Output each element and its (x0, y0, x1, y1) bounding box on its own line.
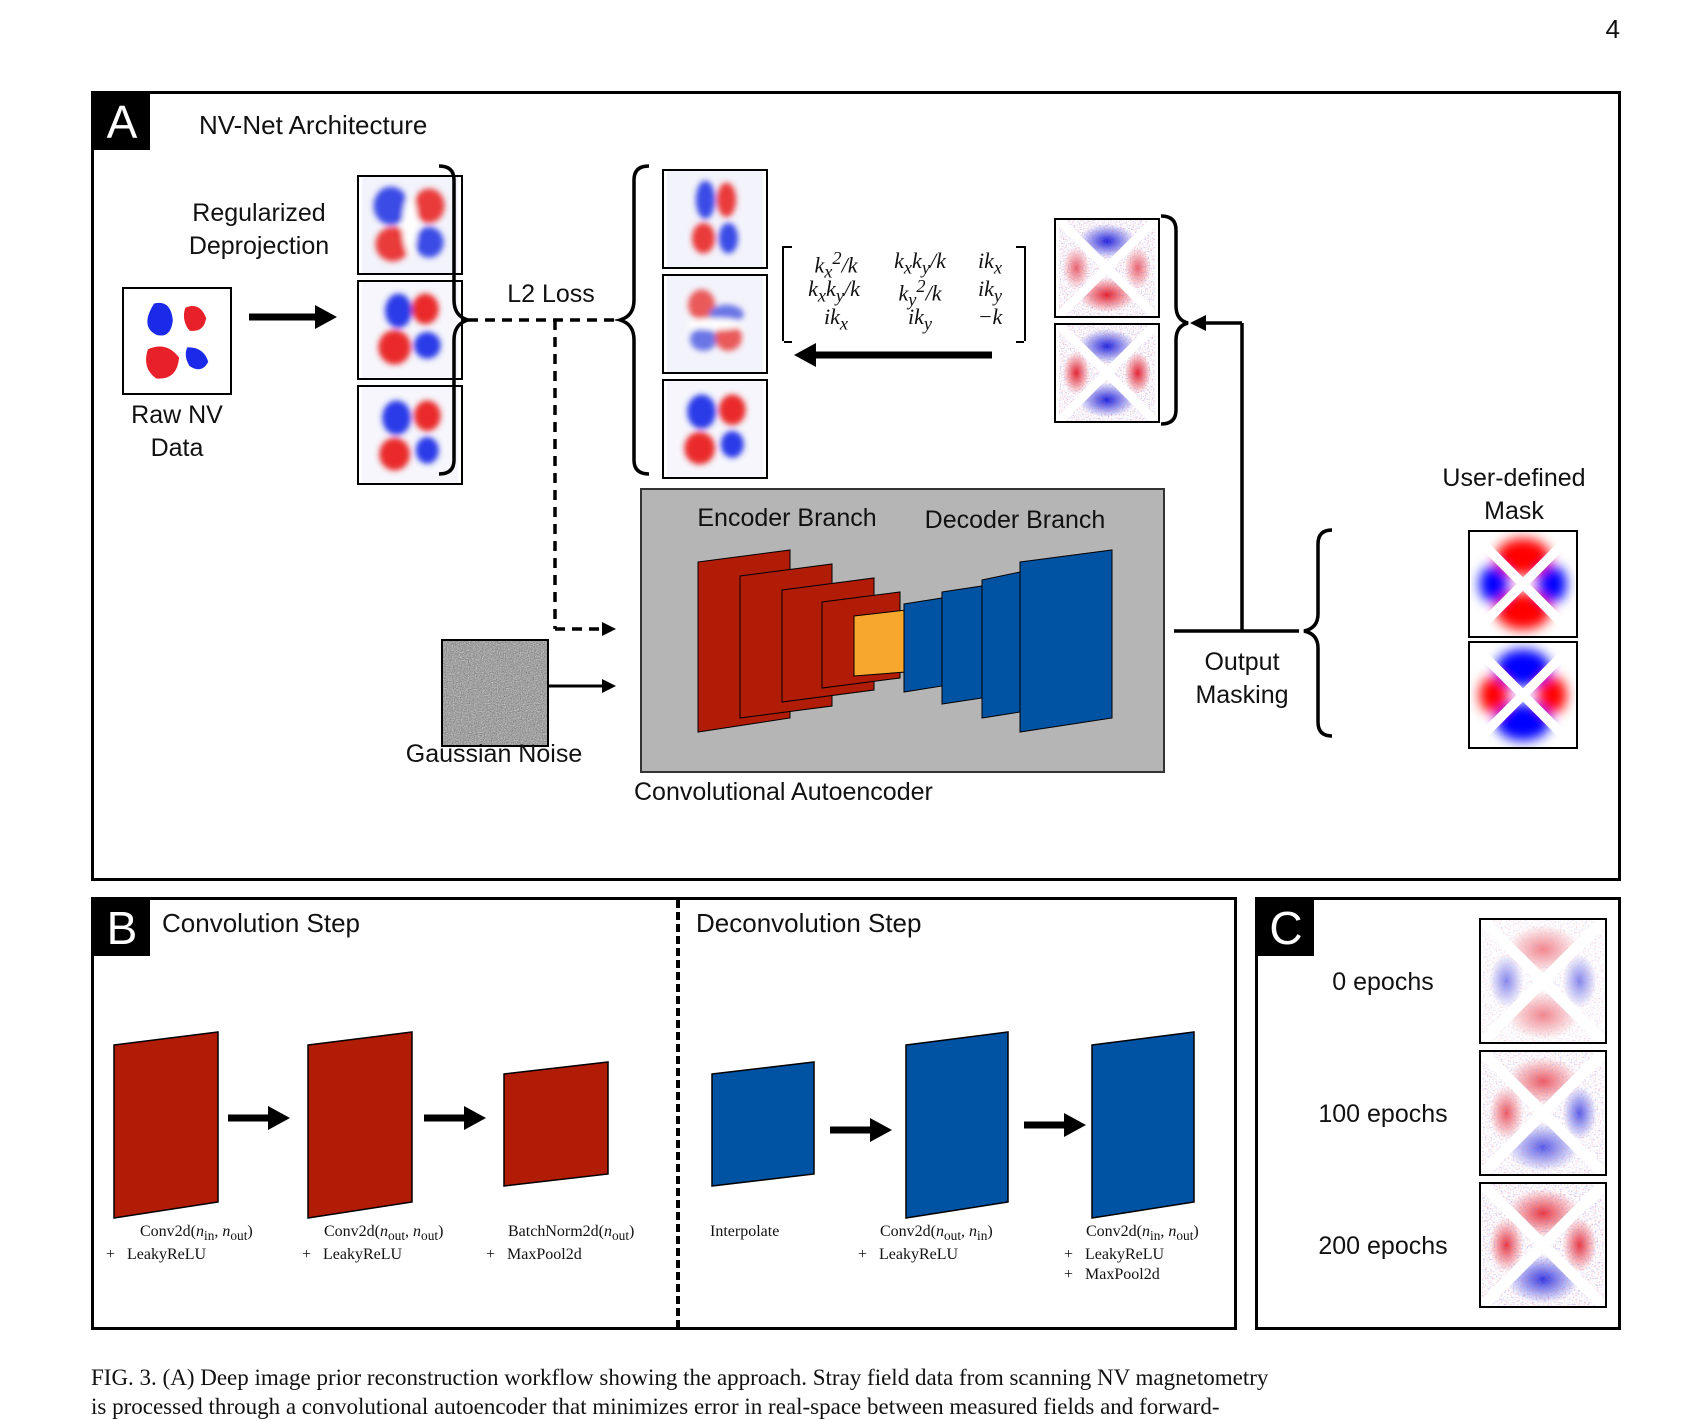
decoder-branch-label: Decoder Branch (924, 506, 1106, 534)
step-divider (676, 900, 680, 1328)
conv-layer-1 (113, 1031, 219, 1219)
forward-image-2 (662, 274, 768, 374)
model-output-image-2 (1054, 323, 1160, 423)
matrix-r1c3: ikx (977, 248, 1003, 278)
deconv-label-1: Interpolate (710, 1223, 780, 1240)
matrix-r3c2: iky (907, 304, 933, 334)
epoch-label-200: 200 epochs (1318, 1232, 1448, 1260)
l2-loss-label: L2 Loss (507, 280, 595, 308)
forward-image-1 (662, 169, 768, 269)
matrix-r3c1: ikx (823, 304, 849, 334)
decoder-layer-1 (903, 597, 943, 693)
epoch-label-100: 100 epochs (1318, 1100, 1448, 1128)
conv-label-3: BatchNorm2d(nout) + MaxPool2d (486, 1223, 635, 1263)
panel-b-shapes (113, 1031, 1195, 1219)
figure-caption-line-2: is processed through a convolutional aut… (91, 1394, 1220, 1419)
convolution-step-title: Convolution Step (162, 908, 361, 938)
panel-a: A NV-Net Architecture Regularized Deproj… (91, 91, 1621, 881)
conv-label-1: Conv2d(nin, nout) + LeakyReLU (106, 1223, 253, 1263)
autoencoder-label: Convolutional Autoencoder (634, 778, 933, 806)
conv-layer-3 (503, 1061, 609, 1187)
raw-nv-data-label: Raw NV Data (131, 401, 223, 462)
deprojection-image-2 (357, 280, 463, 380)
epoch-100-image (1479, 1050, 1607, 1176)
deprojection-stack (357, 175, 463, 485)
panel-c-letter: C (1258, 900, 1314, 956)
epoch-0-image (1479, 918, 1607, 1044)
matrix-r3c3: −k (977, 304, 1003, 329)
deconv-layer-3 (1091, 1031, 1195, 1219)
regularized-deprojection-label: Regularized Deprojection (188, 199, 330, 260)
raw-nv-data-image (122, 287, 232, 395)
gaussian-noise-label: Gaussian Noise (405, 740, 583, 768)
forward-image-3 (662, 379, 768, 479)
matrix-r2c3: iky (977, 276, 1003, 306)
mask-image-2 (1468, 641, 1578, 749)
arrow-to-deprojection (249, 305, 337, 329)
conv-label-2: Conv2d(nout, nout) + LeakyReLU (302, 1223, 444, 1263)
panel-b-letter: B (94, 900, 150, 956)
panel-a-letter: A (94, 94, 150, 150)
deconvolution-step-title: Deconvolution Step (696, 908, 922, 938)
deconv-layer-2 (905, 1031, 1009, 1219)
epoch-label-0: 0 epochs (1332, 968, 1434, 996)
l2-loss-connectors (438, 164, 1333, 738)
forward-field-stack (662, 169, 768, 481)
matrix-r1c2: kxky/k (894, 248, 946, 278)
deconv-label-2: Conv2d(nout, nin) + LeakyReLU (858, 1223, 993, 1263)
bottleneck-layer (853, 609, 907, 677)
autoencoder-box: Encoder Branch Decoder Branch (640, 488, 1165, 773)
matrix-r2c2: ky2/k (898, 276, 942, 310)
panel-c: C 0 epochs 100 epochs 200 epochs (1255, 897, 1621, 1330)
gaussian-noise-image (441, 639, 549, 747)
output-masking-label: Output Masking (1195, 648, 1289, 709)
user-defined-mask-label: User-defined Mask (1442, 464, 1586, 525)
deprojection-image-3 (357, 385, 463, 485)
decoder-layer-4 (1019, 549, 1113, 733)
panel-a-title: NV-Net Architecture (199, 110, 428, 140)
matrix-r2c1: kxky/k (808, 276, 860, 306)
deprojection-image-1 (357, 175, 463, 275)
kernel-matrix: kx2/k kxky/k ikx kxky/k ky2/k iky ikx ik… (782, 246, 1026, 343)
mask-image-1 (1468, 530, 1578, 638)
encoder-branch-label: Encoder Branch (697, 504, 877, 532)
conv-layer-2 (307, 1031, 413, 1219)
figure-caption-line-1: FIG. 3. (A) Deep image prior reconstruct… (91, 1365, 1269, 1390)
model-output-image-1 (1054, 218, 1160, 318)
deconv-layer-1 (711, 1061, 815, 1187)
decoder-layer-2 (941, 585, 983, 705)
epoch-200-image (1479, 1182, 1607, 1308)
page-number: 4 (1605, 14, 1620, 44)
decoder-layer-3 (981, 571, 1021, 719)
deconv-label-3: Conv2d(nin, nout) + LeakyReLU + MaxPool2… (1064, 1223, 1199, 1284)
panel-b: B Convolution Step Deconvolution Step Co… (91, 897, 1237, 1330)
matrix-r1c1: kx2/k (814, 248, 858, 282)
